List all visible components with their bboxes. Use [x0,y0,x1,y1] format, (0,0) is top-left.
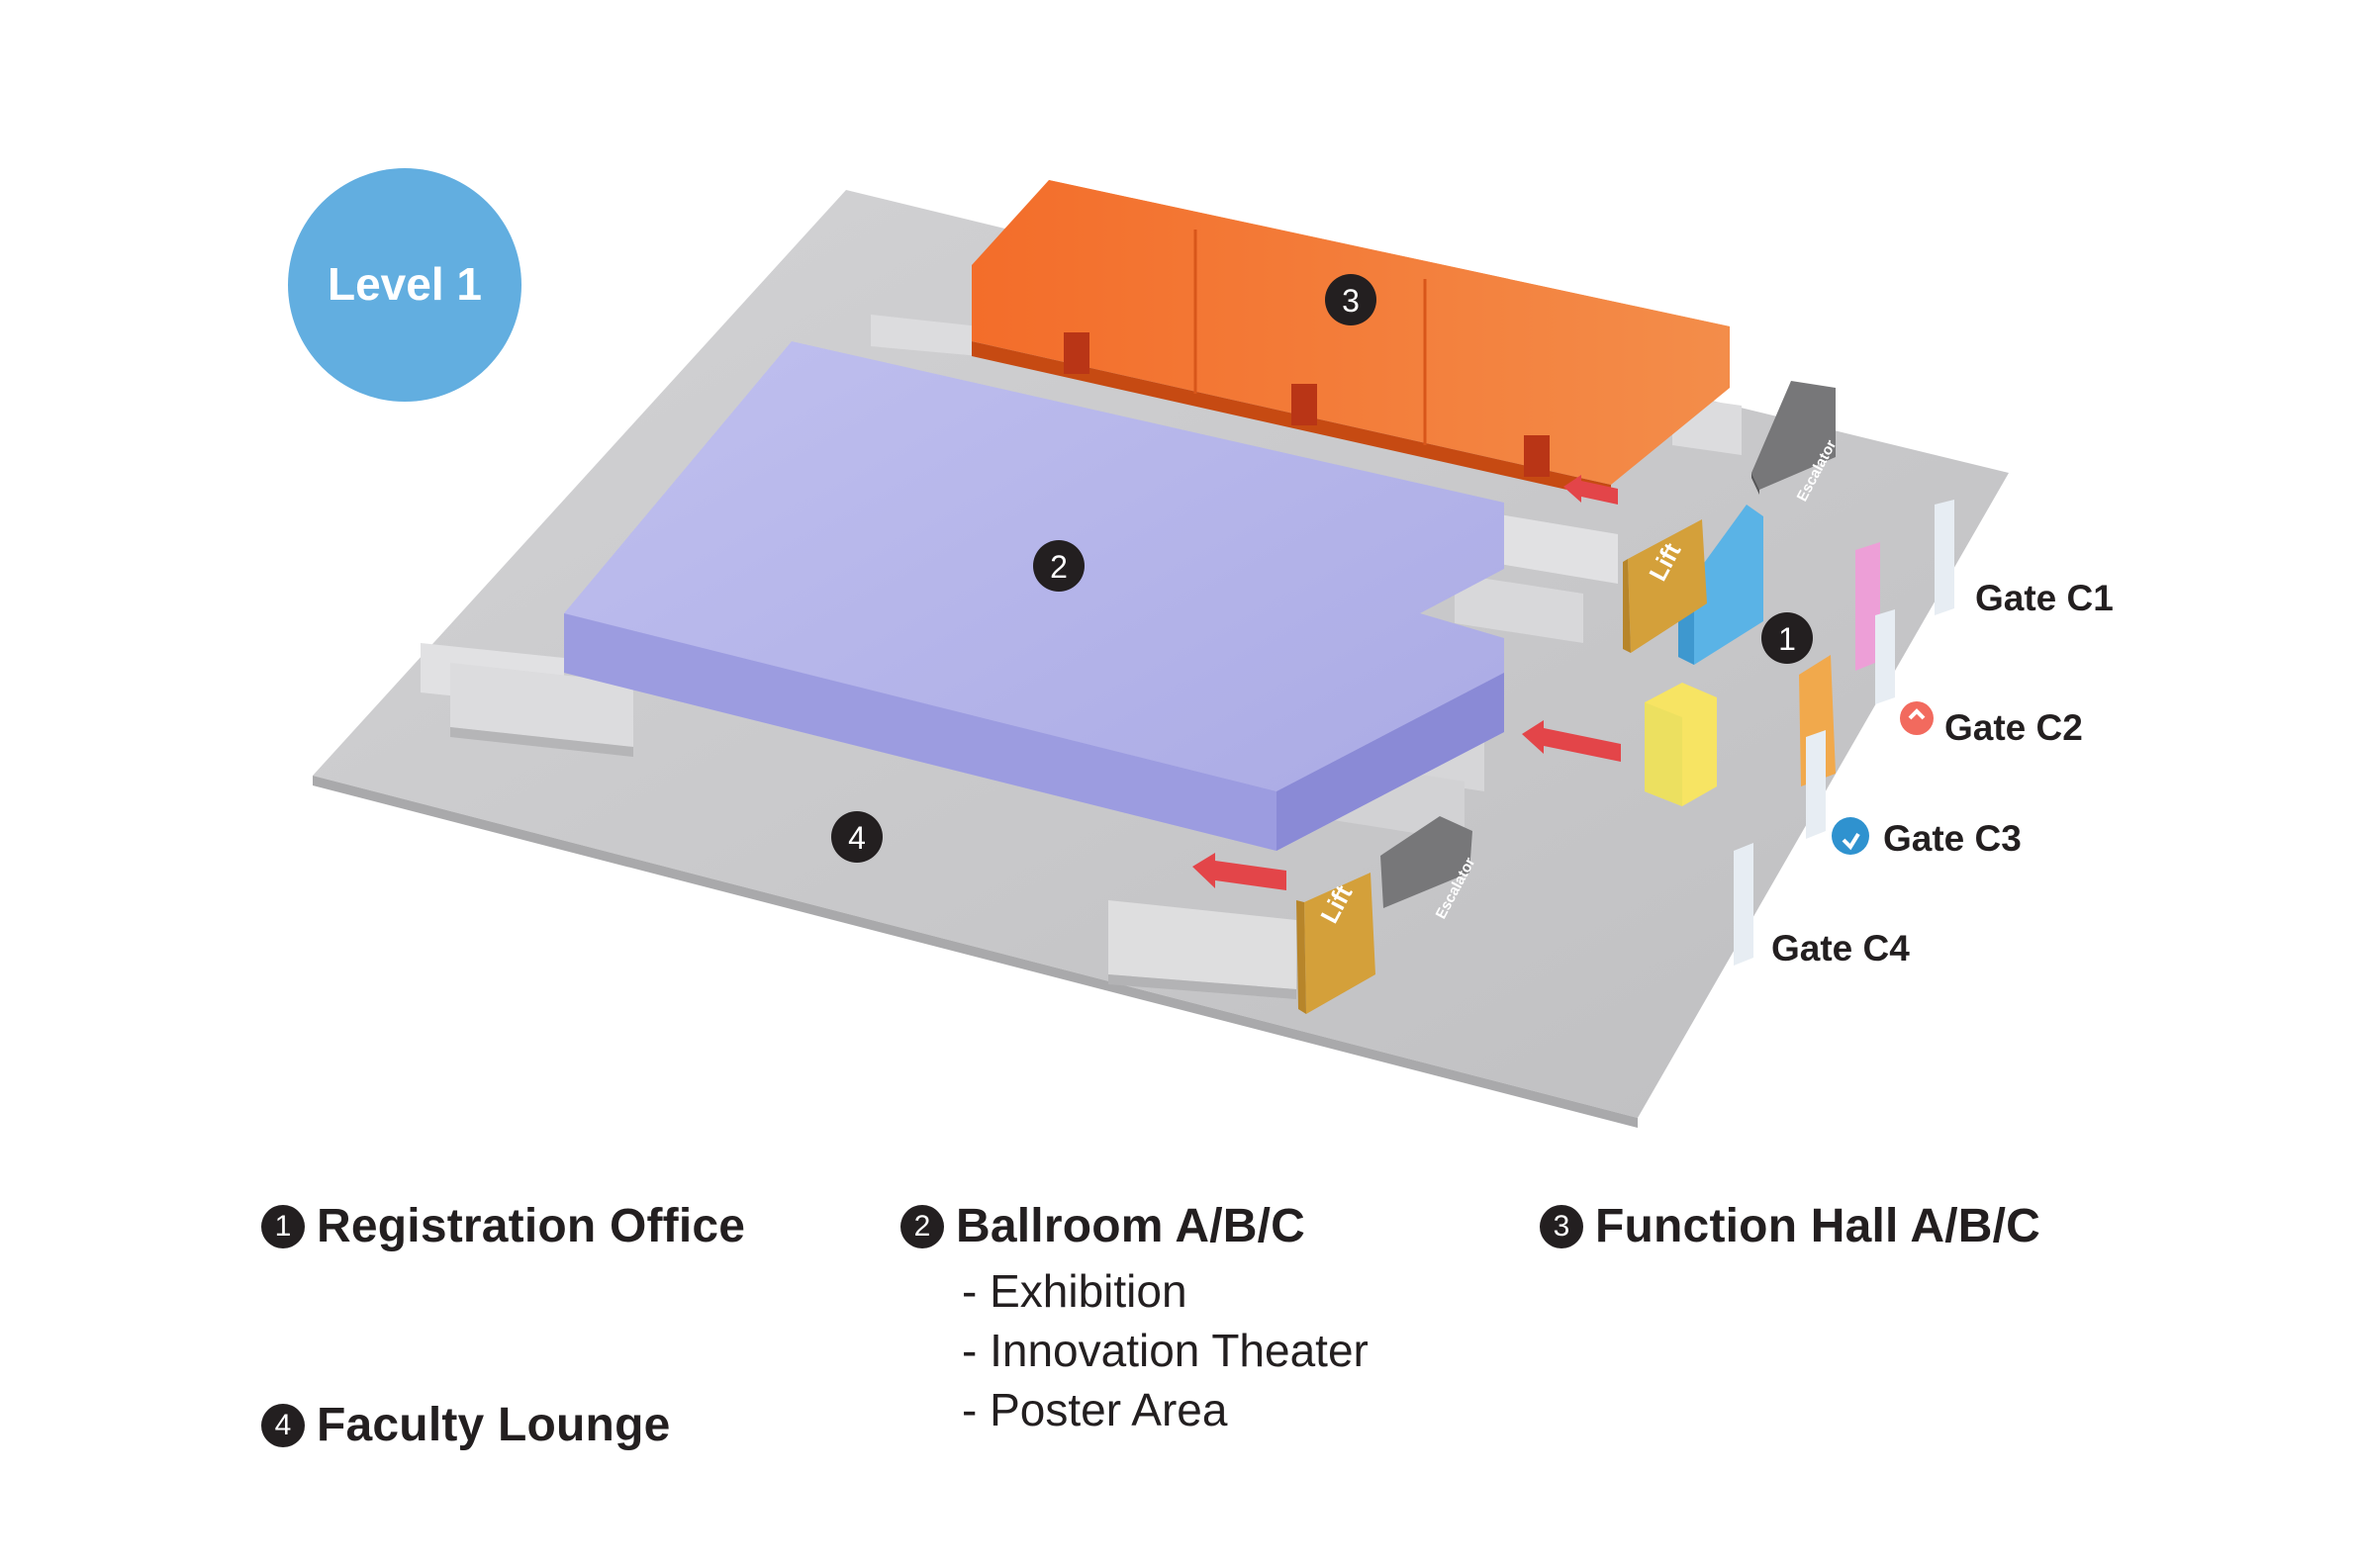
function-hall-block[interactable]: 3 [972,180,1730,500]
level-badge-label: Level 1 [328,258,482,310]
svg-text:4: 4 [848,820,866,856]
gate-panels [1734,500,1954,966]
legend-number-badge: 4 [261,1403,305,1447]
entry-arrow-top [1563,475,1618,505]
gate-c1[interactable]: Gate C1 [1975,578,2114,618]
svg-text:Gate C2: Gate C2 [1944,707,2083,748]
legend-number-badge: 1 [261,1204,305,1248]
registration-marker: 1 [1761,612,1813,664]
level-badge: Level 1 [288,168,521,402]
legend-title: Function Hall A/B/C [1595,1200,2041,1252]
gate-c3-icon [1832,817,1869,855]
legend-sub-list: - Exhibition - Innovation Theater - Post… [900,1261,1369,1439]
legend-sub-item: - Poster Area [962,1384,1228,1435]
gate-c3[interactable]: Gate C3 [1832,817,2022,859]
legend-function-hall: 3 Function Hall A/B/C [1540,1199,2040,1253]
legend-registration-office: 1 Registration Office [261,1199,745,1253]
legend-number-badge: 3 [1540,1204,1583,1248]
svg-text:3: 3 [1342,283,1360,319]
legend-faculty-lounge: 4 Faculty Lounge [261,1398,670,1452]
svg-text:Gate C4: Gate C4 [1771,928,1910,968]
svg-text:Gate C3: Gate C3 [1883,818,2022,859]
svg-text:2: 2 [1050,549,1068,585]
svg-text:Gate C1: Gate C1 [1975,578,2114,618]
entry-arrow-middle [1522,720,1621,762]
ballroom-marker: 2 [1033,540,1085,592]
gate-c4[interactable]: Gate C4 [1771,928,1910,968]
ballroom-block[interactable]: 2 [564,341,1504,851]
gate-c2-icon [1900,701,1934,735]
svg-text:1: 1 [1778,621,1796,657]
lift-lower[interactable]: Lift [1296,873,1375,1014]
legend-sub-item: - Innovation Theater [962,1325,1369,1376]
function-hall-marker: 3 [1325,274,1376,325]
entry-arrow-lower [1192,853,1286,890]
legend-title: Faculty Lounge [317,1399,671,1451]
legend-title: Registration Office [317,1200,746,1252]
registration-office[interactable]: 1 [1645,505,1813,806]
legend-number-badge: 2 [900,1204,944,1248]
gate-c2[interactable]: Gate C2 [1900,701,2083,748]
legend-sub-item: - Exhibition [962,1265,1187,1317]
faculty-lounge-marker: 4 [831,811,883,863]
legend-title: Ballroom A/B/C [956,1200,1306,1252]
legend-ballroom: 2 Ballroom A/B/C - Exhibition - Innovati… [900,1199,1369,1439]
